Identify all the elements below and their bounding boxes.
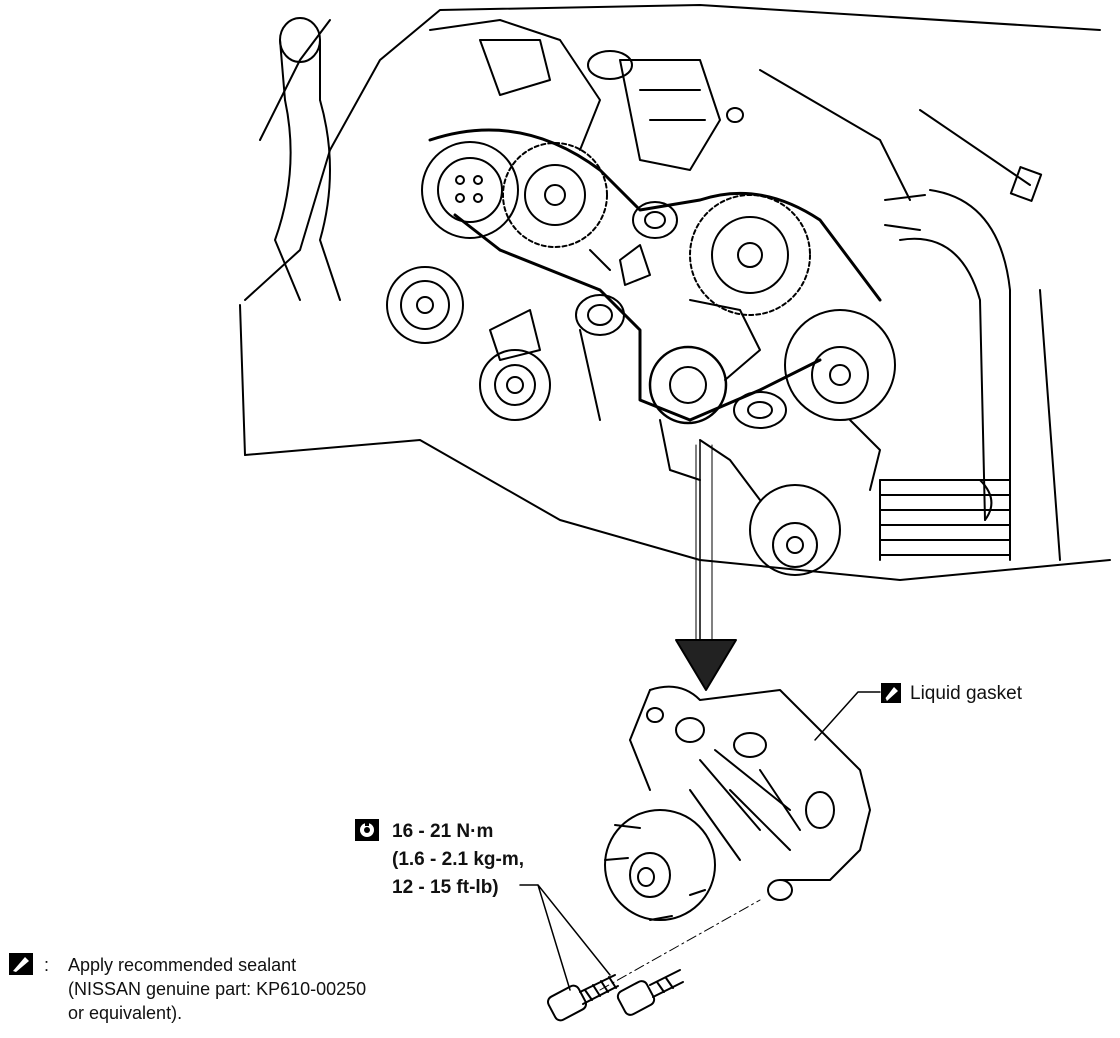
down-arrow [675,439,737,691]
torque-ftlb: 12 - 15 ft-lb) [392,877,499,898]
pump-bolt-2 [616,969,684,1016]
water-pump-in-engine [648,299,761,481]
alternator-pulley [386,266,464,344]
torque-wrench-icon [354,818,380,842]
torque-leader-line [519,884,611,991]
crank-pulley [784,309,896,421]
idler-pulley-mid [575,294,625,336]
cam-pulley-left [421,141,519,239]
legend-line-2: (NISSAN genuine part: KP610-00250 [68,979,367,999]
tensioner-pulley [479,309,551,421]
cam-sprocket-right [689,194,811,316]
idler-pulley-top [632,201,678,239]
torque-nm: 16 - 21 N·m [392,821,494,842]
liquid-gasket-label: Liquid gasket [910,683,1022,704]
legend-sealant-icon [8,952,34,976]
pump-bolt-1 [547,974,619,1022]
cam-sprocket-left [502,142,608,248]
bolt-centerline [599,899,761,991]
idler-pulley-lower [733,391,787,429]
legend-line-3: or equivalent). [68,1003,183,1023]
ribbed-hose [879,479,1011,561]
gasket-leader-line [814,691,881,741]
legend-separator: : [44,955,50,975]
sealant-icon [880,682,902,704]
torque-kgm: (1.6 - 2.1 kg-m, [392,849,524,870]
legend-line-1: Apply recommended sealant [68,955,297,975]
lower-pulley [749,484,841,576]
engine-front-view [239,4,1111,581]
water-pump-detail [604,685,871,921]
